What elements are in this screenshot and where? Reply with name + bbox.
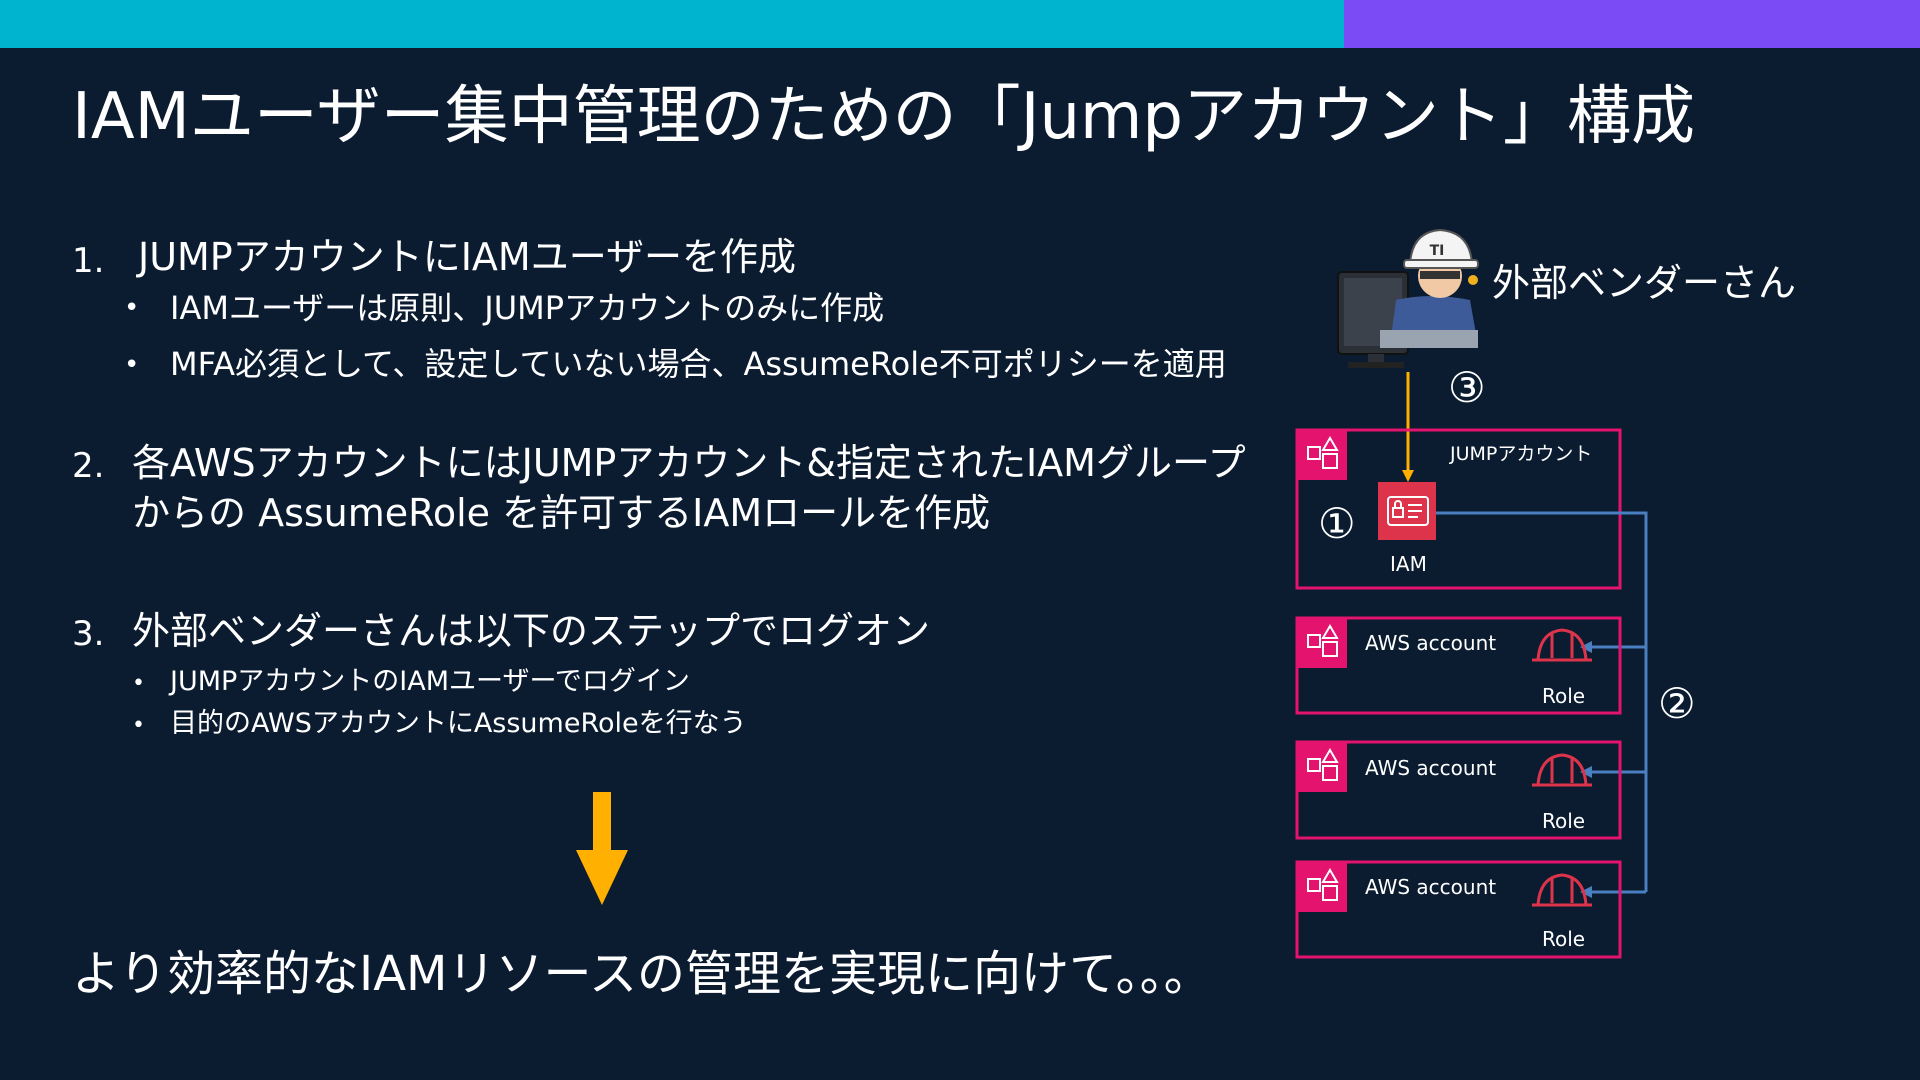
step-3-bullet-2: 目的のAWSアカウントにAssumeRoleを行なう (170, 708, 747, 739)
role-label: Role (1542, 927, 1585, 951)
step-1-bullet-1: IAMユーザーは原則、JUMPアカウントのみに作成 (170, 289, 885, 327)
slide-title: IAMユーザー集中管理のための「Jumpアカウント」構成 (72, 80, 1695, 154)
aws-account-box: AWS account Role (1295, 616, 1622, 715)
conclusion-text: より効率的なIAMリソースの管理を実現に向けて。。。 (72, 946, 1212, 1002)
iam-icon (1378, 482, 1436, 540)
role-label: Role (1542, 684, 1585, 708)
step-marker-1: ① (1318, 499, 1356, 548)
bullet-icon: • (132, 713, 145, 738)
bullet-icon: • (124, 293, 140, 323)
down-arrow-icon (576, 792, 628, 905)
aws-account-label: AWS account (1365, 756, 1496, 780)
vendor-label: 外部ベンダーさん (1492, 261, 1796, 305)
role-label: Role (1542, 809, 1585, 833)
account-icon (1297, 430, 1347, 480)
step-1-number: 1. (72, 241, 105, 281)
iam-label: IAM (1390, 552, 1427, 576)
step-2-line-1: 各AWSアカウントにはJUMPアカウント&指定されたIAMグループ (132, 441, 1246, 485)
step-marker-3: ③ (1448, 363, 1486, 412)
role-hardhat-icon (1532, 753, 1592, 787)
vendor-login-arrow (1402, 372, 1414, 482)
role-hardhat-icon (1532, 873, 1592, 907)
account-icon (1297, 742, 1347, 792)
helmet-label: TI (1430, 243, 1445, 259)
vendor-worker-icon: TI (1337, 228, 1479, 368)
jump-account-label: JUMPアカウント (1449, 443, 1592, 465)
assume-role-connector (1436, 511, 1648, 898)
step-2-line-2: からの AssumeRole を許可するIAMロールを作成 (132, 491, 991, 535)
account-icon (1297, 618, 1347, 668)
jump-account-box (1295, 428, 1622, 590)
aws-account-label: AWS account (1365, 875, 1496, 899)
step-2-number: 2. (72, 446, 105, 486)
bullet-icon: • (132, 671, 145, 696)
aws-account-label: AWS account (1365, 631, 1496, 655)
account-icon (1297, 862, 1347, 912)
aws-account-box: AWS account Role (1295, 740, 1622, 840)
step-3-bullet-1: JUMPアカウントのIAMユーザーでログイン (170, 666, 690, 697)
step-3-heading: 外部ベンダーさんは以下のステップでログオン (132, 609, 931, 653)
aws-account-box: AWS account Role (1295, 860, 1622, 959)
step-marker-2: ② (1658, 679, 1696, 728)
step-1-heading: JUMPアカウントにIAMユーザーを作成 (138, 235, 796, 279)
top-accent-bar-purple (1344, 0, 1920, 48)
role-hardhat-icon (1532, 628, 1592, 662)
top-accent-bar-cyan (0, 0, 1344, 48)
bullet-icon: • (124, 350, 140, 380)
step-3-number: 3. (72, 614, 105, 654)
step-1-bullet-2: MFA必須として、設定していない場合、AssumeRole不可ポリシーを適用 (170, 345, 1227, 383)
